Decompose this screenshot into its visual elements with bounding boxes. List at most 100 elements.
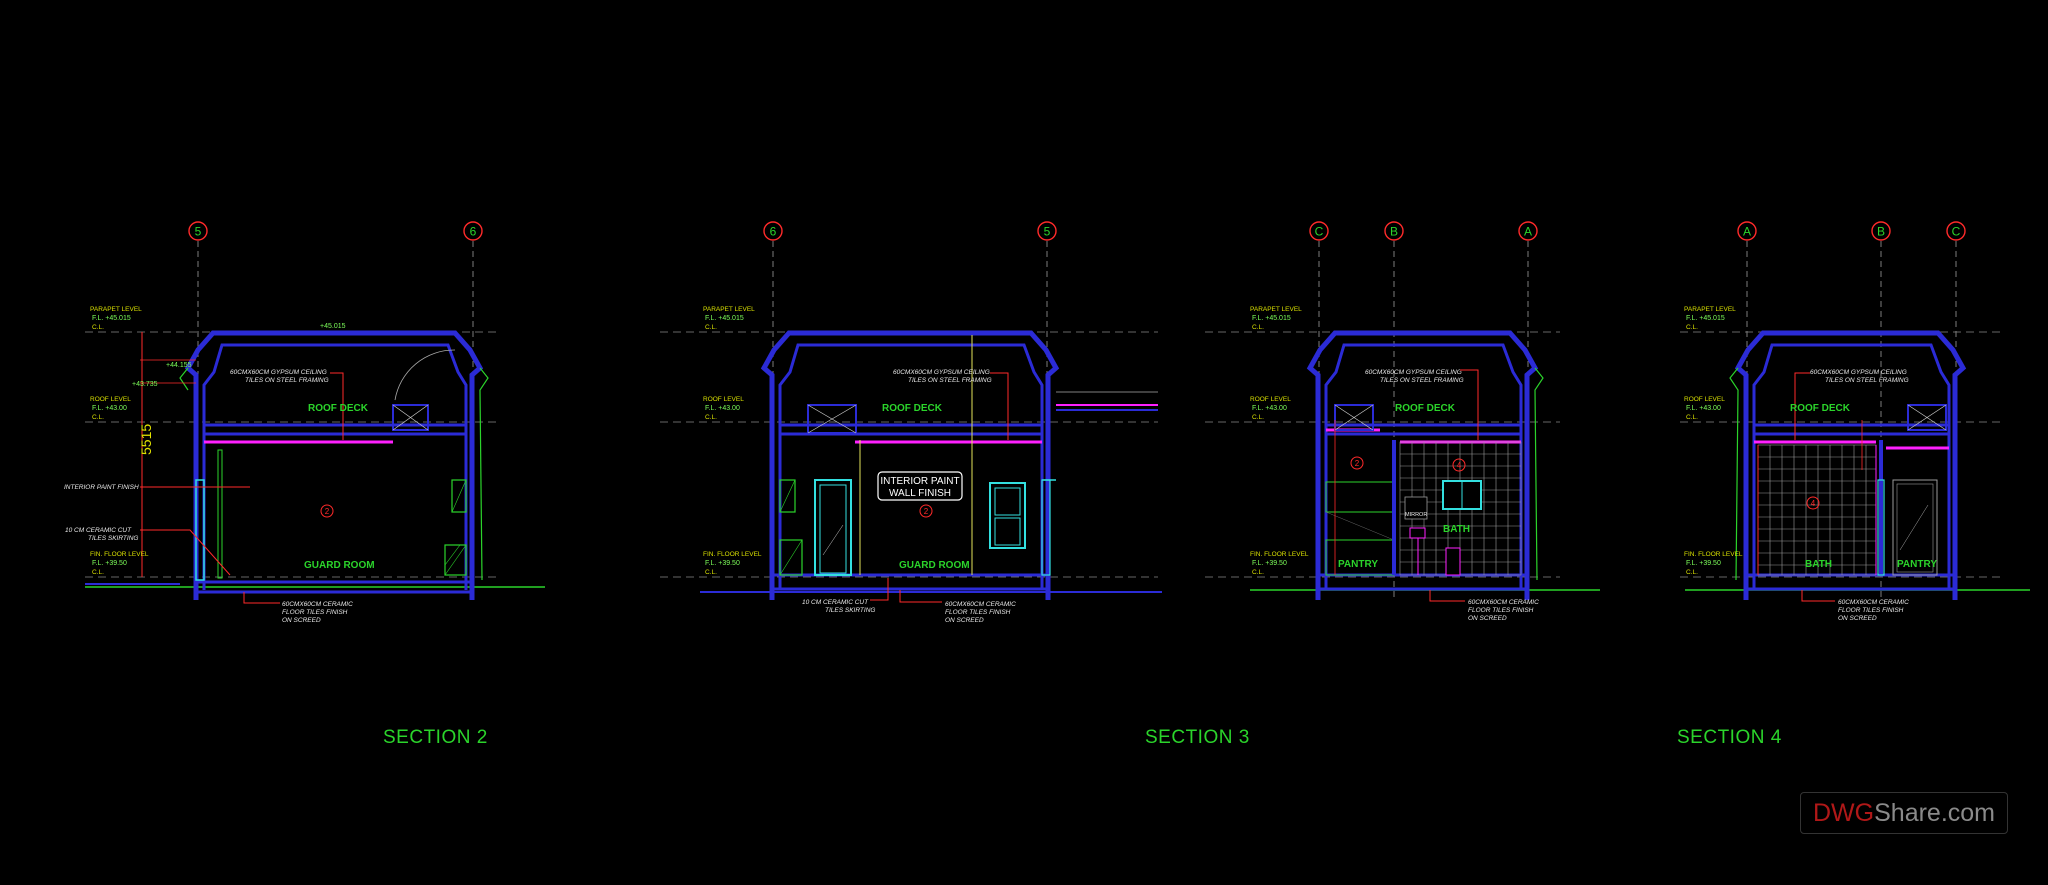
room-label-bath: BATH xyxy=(1805,559,1832,570)
floor-note-2: FLOOR TILES FINISH xyxy=(945,609,1011,616)
parapet-level-label: PARAPET LEVEL xyxy=(1684,306,1736,313)
floor-level-label: FIN. FLOOR LEVEL xyxy=(703,551,762,558)
dim-b: +44.155 xyxy=(166,362,192,369)
room-label-pantry: PANTRY xyxy=(1897,559,1937,570)
section-4-title: SECTION 4 xyxy=(1677,727,1782,748)
watermark-part2: Share.com xyxy=(1874,799,1995,827)
room-label-roof-deck: ROOF DECK xyxy=(308,403,369,414)
grid-bubble-6: 6 xyxy=(763,221,783,241)
ceiling-note-2: TILES ON STEEL FRAMING xyxy=(1380,377,1464,384)
floor-note-2: FLOOR TILES FINISH xyxy=(282,609,348,616)
svg-text:WALL FINISH: WALL FINISH xyxy=(889,488,951,499)
section-4-drawing: A B C xyxy=(1680,221,2030,622)
roof-level-value: F.L. +43.00 xyxy=(705,405,740,412)
svg-text:2: 2 xyxy=(1355,459,1360,468)
cl-label: C.L. xyxy=(705,569,717,576)
grid-bubble-5: 5 xyxy=(1037,221,1057,241)
floor-note-2: FLOOR TILES FINISH xyxy=(1838,607,1904,614)
cl-label: C.L. xyxy=(705,324,717,331)
watermark-logo: DWGShare.com xyxy=(1800,792,2008,834)
skirting-note-2: TILES SKIRTING xyxy=(88,535,138,542)
floor-level-label: FIN. FLOOR LEVEL xyxy=(1684,551,1743,558)
grid-label: 5 xyxy=(195,225,202,239)
dim-c: +43.735 xyxy=(132,381,158,388)
skirting-note-1: 10 CM CERAMIC CUT xyxy=(65,527,132,534)
svg-text:4: 4 xyxy=(1457,461,1462,470)
room-label-bath: BATH xyxy=(1443,524,1470,535)
section-2-title: SECTION 2 xyxy=(383,727,488,748)
ceiling-note-1: 60CMX60CM GYPSUM CEILING xyxy=(230,369,327,376)
watermark-part1: DWG xyxy=(1813,799,1875,827)
grid-label: C xyxy=(1315,225,1324,239)
roof-level-value: F.L. +43.00 xyxy=(92,405,127,412)
parapet-level-value: F.L. +45.015 xyxy=(1252,315,1291,322)
room-label-guard-room: GUARD ROOM xyxy=(899,560,970,571)
grid-label: 6 xyxy=(770,225,777,239)
roof-level-label: ROOF LEVEL xyxy=(90,396,131,403)
grid-bubble-c: C xyxy=(1309,221,1329,241)
parapet-level-label: PARAPET LEVEL xyxy=(703,306,755,313)
floor-note-3: ON SCREED xyxy=(282,617,321,624)
roof-level-label: ROOF LEVEL xyxy=(1684,396,1725,403)
floor-note-2: FLOOR TILES FINISH xyxy=(1468,607,1534,614)
section-3-title: SECTION 3 xyxy=(1145,727,1250,748)
grid-bubble-c: C xyxy=(1946,221,1966,241)
room-tag-2: 2 xyxy=(320,504,334,518)
parapet-level-value: F.L. +45.015 xyxy=(705,315,744,322)
section-2-drawing: 5 6 xyxy=(64,221,545,624)
skirting-note-2: TILES SKIRTING xyxy=(825,607,875,614)
grid-label: A xyxy=(1524,225,1532,239)
room-label-roof-deck: ROOF DECK xyxy=(882,403,943,414)
floor-level-value: F.L. +39.50 xyxy=(92,560,127,567)
roof-level-value: F.L. +43.00 xyxy=(1252,405,1287,412)
ceiling-note-2: TILES ON STEEL FRAMING xyxy=(908,377,992,384)
grid-bubble-a: A xyxy=(1518,221,1538,241)
grid-label: A xyxy=(1743,225,1751,239)
level-tags-s2: PARAPET LEVEL F.L. +45.015 C.L. ROOF LEV… xyxy=(90,306,149,576)
grid-label: C xyxy=(1952,225,1961,239)
cl-label: C.L. xyxy=(1686,569,1698,576)
grid-label: 6 xyxy=(470,225,477,239)
parapet-level-value: F.L. +45.015 xyxy=(92,315,131,322)
grid-label: B xyxy=(1390,225,1398,239)
paint-note: INTERIOR PAINT FINISH xyxy=(64,484,139,491)
section-3-drawing: 6 5 xyxy=(660,221,1162,624)
room-label-roof-deck: ROOF DECK xyxy=(1395,403,1456,414)
grid-label: B xyxy=(1877,225,1885,239)
ceiling-note-1: 60CMX60CM GYPSUM CEILING xyxy=(1365,369,1462,376)
room-label-roof-deck: ROOF DECK xyxy=(1790,403,1851,414)
room-label-guard-room: GUARD ROOM xyxy=(304,560,375,571)
cl-label: C.L. xyxy=(92,414,104,421)
room-tag-2: 2 xyxy=(919,504,933,518)
dim-a: +45.015 xyxy=(320,323,346,330)
floor-note-3: ON SCREED xyxy=(1468,615,1507,622)
cl-label: C.L. xyxy=(1252,414,1264,421)
ceiling-note-1: 60CMX60CM GYPSUM CEILING xyxy=(1810,369,1907,376)
skirting-note-1: 10 CM CERAMIC CUT xyxy=(802,599,869,606)
floor-level-value: F.L. +39.50 xyxy=(1252,560,1287,567)
mirror-label: MIRROR xyxy=(1405,512,1427,518)
cl-label: C.L. xyxy=(92,569,104,576)
svg-text:INTERIOR PAINT: INTERIOR PAINT xyxy=(880,476,959,487)
grid-bubble-b: B xyxy=(1384,221,1404,241)
ceiling-note-2: TILES ON STEEL FRAMING xyxy=(245,377,329,384)
floor-note-1: 60CMX60CM CERAMIC xyxy=(1838,599,1909,606)
parapet-level-label: PARAPET LEVEL xyxy=(90,306,142,313)
cl-label: C.L. xyxy=(1686,414,1698,421)
roof-level-label: ROOF LEVEL xyxy=(1250,396,1291,403)
cl-label: C.L. xyxy=(92,324,104,331)
floor-level-value: F.L. +39.50 xyxy=(705,560,740,567)
height-dimension: 5515 xyxy=(138,424,154,455)
room-tag-4: 4 xyxy=(1452,458,1466,472)
ceiling-note-1: 60CMX60CM GYPSUM CEILING xyxy=(893,369,990,376)
section-4a-drawing: C B A xyxy=(1205,221,1600,622)
parapet-level-value: F.L. +45.015 xyxy=(1686,315,1725,322)
interior-paint-tag: INTERIOR PAINT WALL FINISH xyxy=(877,471,963,501)
parapet-level-label: PARAPET LEVEL xyxy=(1250,306,1302,313)
level-tags-s3: PARAPET LEVEL F.L. +45.015 C.L. ROOF LEV… xyxy=(703,306,762,576)
cl-label: C.L. xyxy=(1252,569,1264,576)
svg-text:2: 2 xyxy=(924,507,929,516)
wall-tiles xyxy=(1757,444,1877,576)
room-tag-2: 2 xyxy=(1350,456,1364,470)
